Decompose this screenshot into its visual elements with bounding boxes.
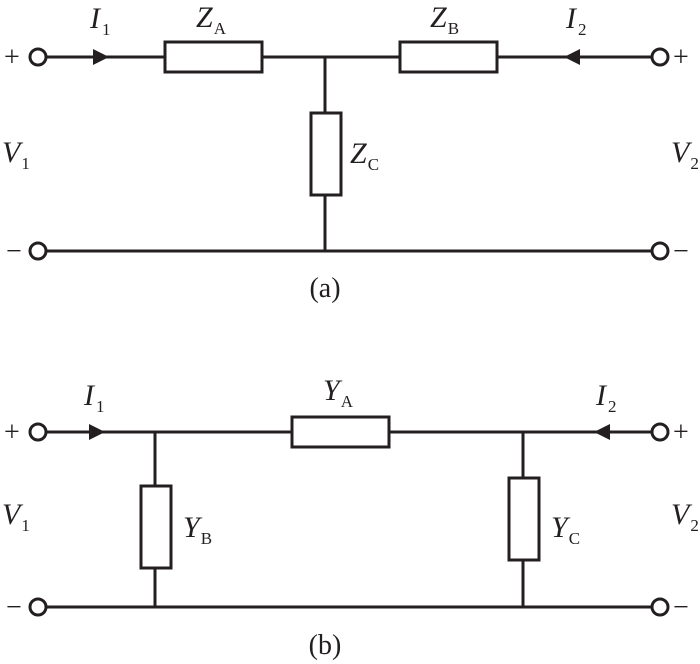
admittance-ya bbox=[290, 415, 391, 449]
plus-sign-b-right: + bbox=[673, 417, 689, 448]
label-a-v2: V2 bbox=[671, 136, 699, 173]
terminal-b-top-right bbox=[650, 422, 670, 442]
label-zb: ZB bbox=[430, 1, 459, 38]
admittance-yc bbox=[507, 476, 541, 562]
minus-sign-b-left: − bbox=[6, 592, 22, 623]
current-arrow-a-i2 bbox=[564, 49, 580, 65]
minus-sign-a-left: − bbox=[6, 236, 22, 267]
impedance-za bbox=[163, 40, 264, 74]
terminal-a-bottom-left bbox=[28, 241, 48, 261]
current-arrow-b-i2 bbox=[594, 424, 610, 440]
caption-b: (b) bbox=[309, 630, 342, 661]
label-zc: ZC bbox=[350, 137, 379, 174]
label-ya: YA bbox=[323, 374, 354, 411]
impedance-zc bbox=[309, 111, 343, 197]
terminal-a-top-left bbox=[28, 47, 48, 67]
caption-a: (a) bbox=[309, 273, 340, 304]
current-arrow-b-i1 bbox=[89, 424, 105, 440]
terminal-b-bottom-left bbox=[28, 597, 48, 617]
plus-sign-a-left: + bbox=[4, 42, 20, 73]
current-arrow-a-i1 bbox=[93, 49, 109, 65]
label-yc: YC bbox=[551, 511, 580, 548]
minus-sign-b-right: − bbox=[673, 592, 689, 623]
plus-sign-b-left: + bbox=[4, 417, 20, 448]
terminal-a-top-right bbox=[650, 47, 670, 67]
label-yb: YB bbox=[183, 511, 212, 548]
minus-sign-a-right: − bbox=[673, 236, 689, 267]
impedance-zb bbox=[398, 40, 499, 74]
admittance-yb bbox=[139, 484, 173, 570]
label-b-v2: V2 bbox=[671, 498, 699, 535]
terminal-b-bottom-right bbox=[650, 597, 670, 617]
terminal-b-top-left bbox=[28, 422, 48, 442]
label-za: ZA bbox=[196, 1, 227, 38]
terminal-a-bottom-right bbox=[650, 241, 670, 261]
plus-sign-a-right: + bbox=[673, 42, 689, 73]
label-b-v1: V1 bbox=[2, 498, 30, 535]
label-a-v1: V1 bbox=[2, 136, 30, 173]
